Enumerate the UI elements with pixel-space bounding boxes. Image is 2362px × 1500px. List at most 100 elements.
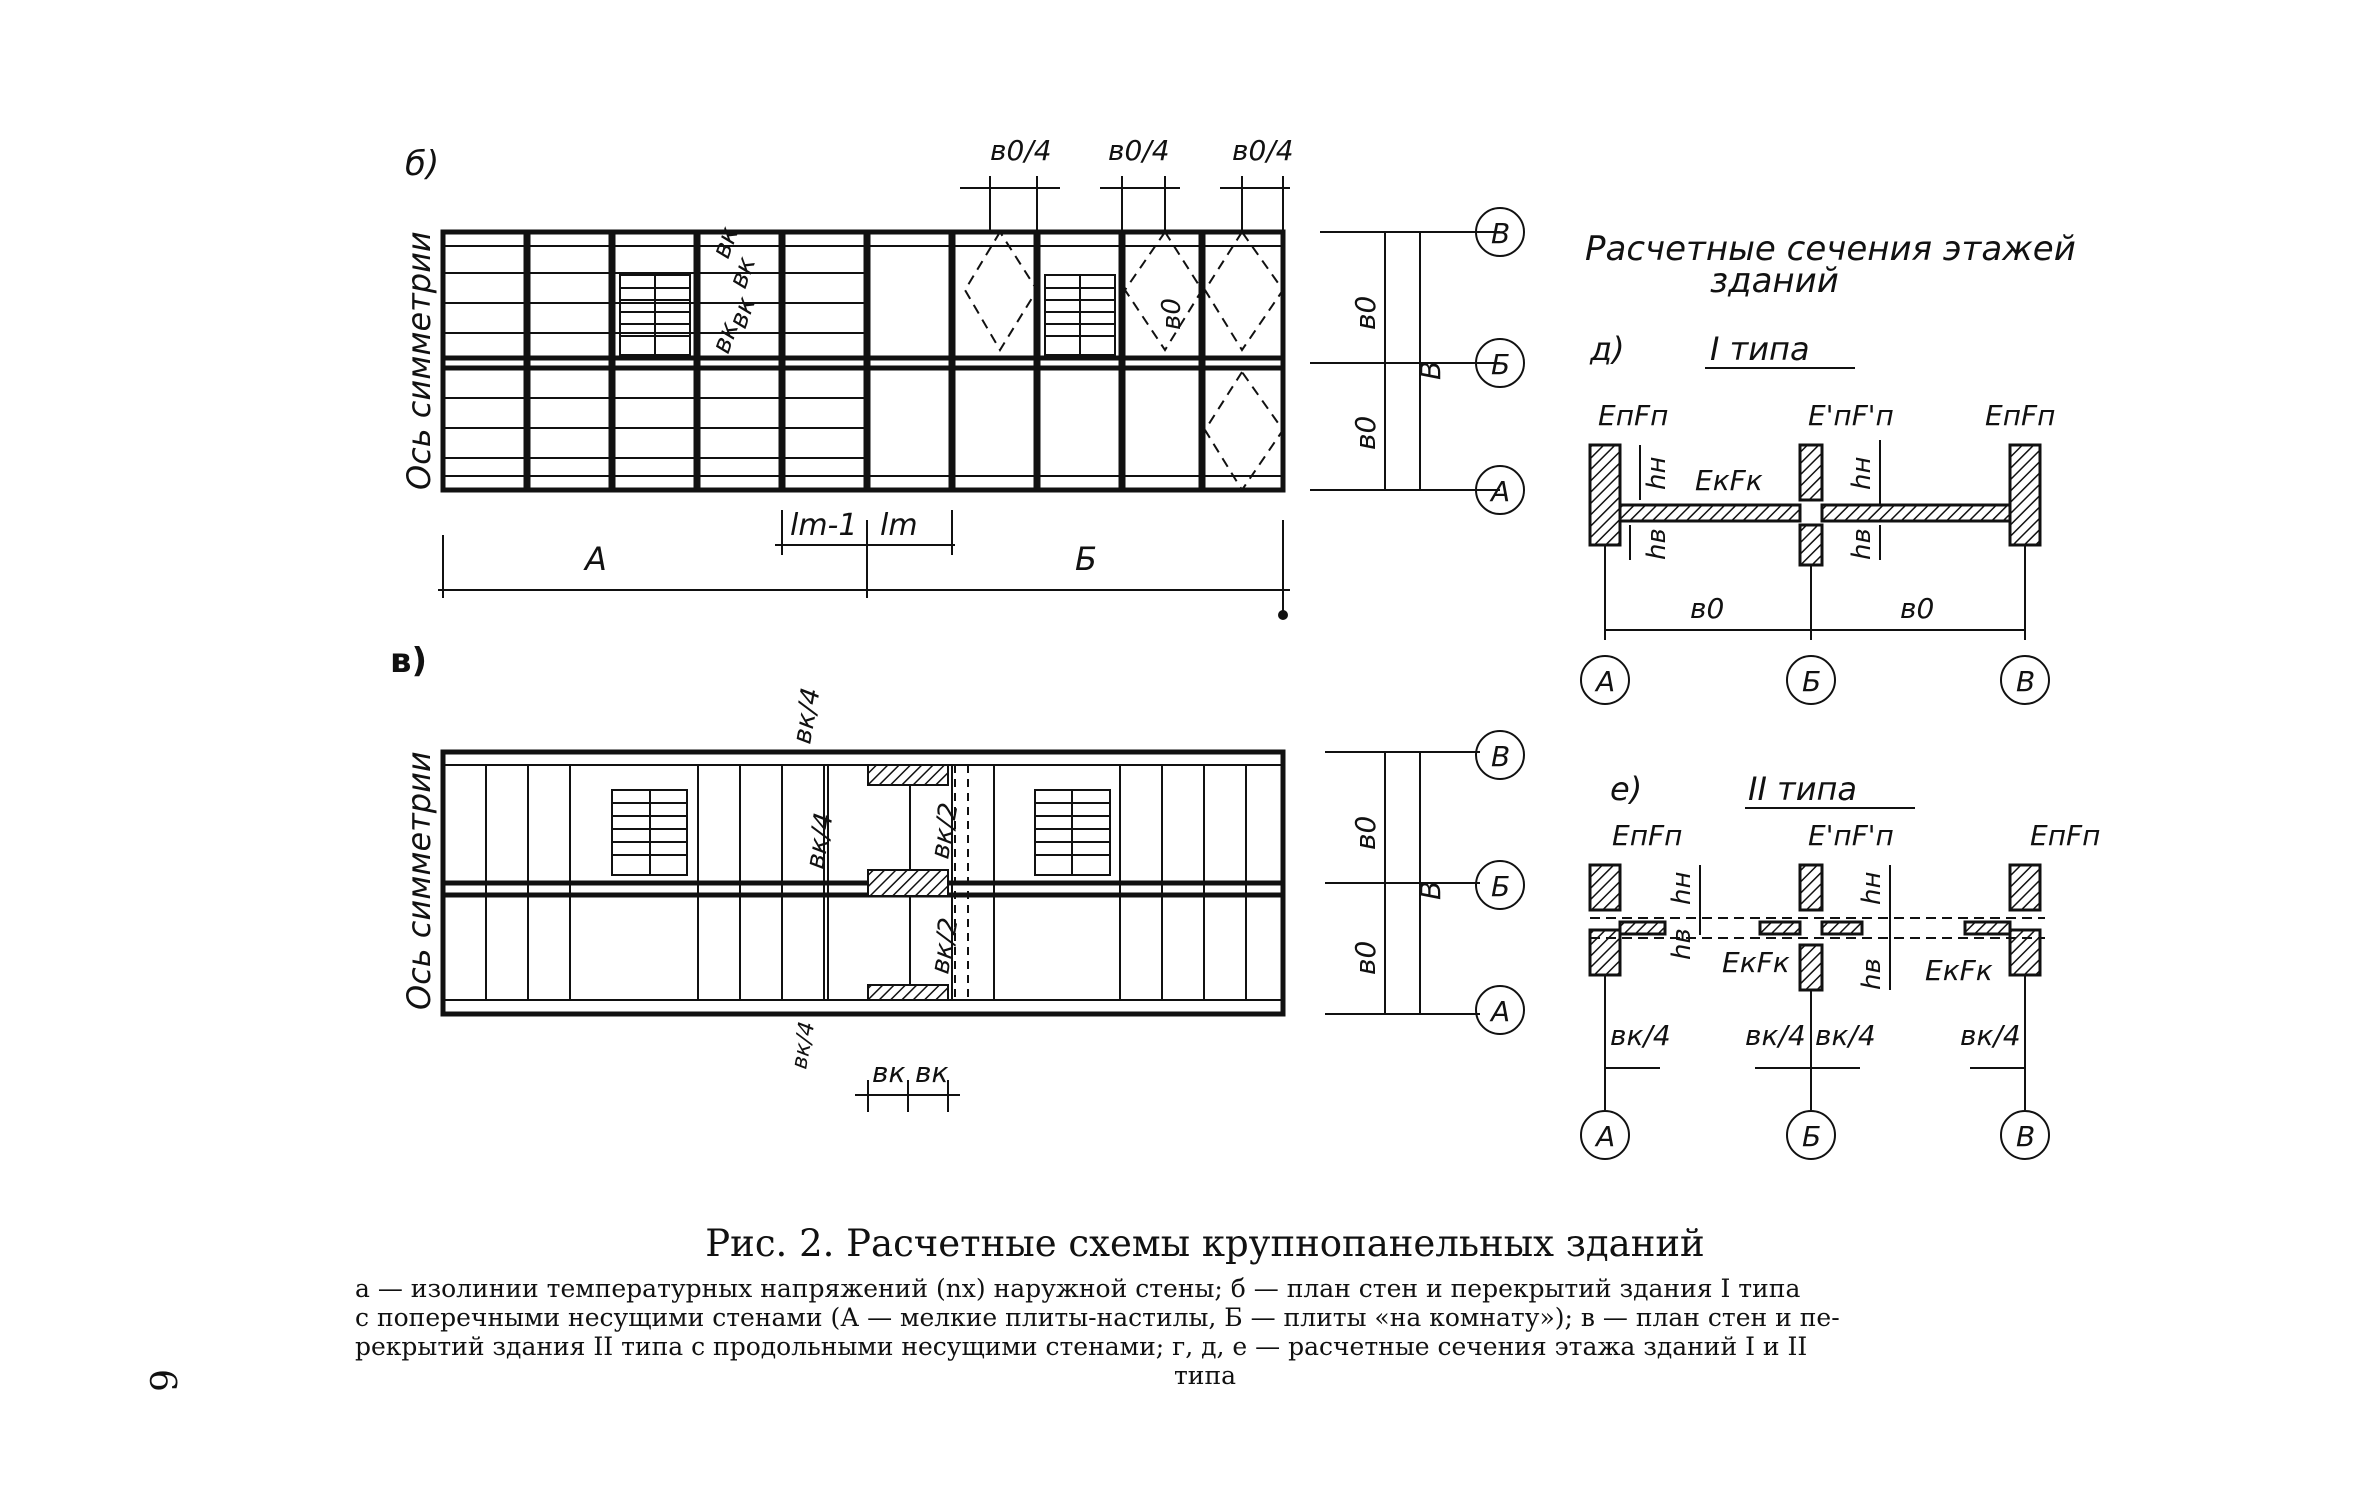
panel-v-stairs-right (1034, 789, 1111, 876)
v-b0-upper-label: в0 (1349, 816, 1382, 850)
axis-circle-v (1475, 207, 1525, 257)
panel-v-label: в) (390, 641, 427, 681)
sections-heading-2: зданий (1710, 261, 1839, 301)
type1-EkFk: EкFк (1695, 464, 1763, 497)
type2-axis-label-b: Б (1802, 1120, 1821, 1153)
type1-dims (1604, 440, 2026, 640)
type1-hn-1: hн (1642, 457, 1672, 490)
type2-axis-label-a: А (1594, 1120, 1615, 1153)
bk-bottom-1: вк (872, 1056, 906, 1089)
type2-EnFn-left: EпFп (1612, 819, 1682, 852)
figure-description-line: с поперечными несущими стенами (А — мелк… (355, 1303, 1840, 1332)
lm1-label: lm-1 (790, 508, 857, 543)
type1-title: I типа (1710, 330, 1810, 368)
axis-circle-a (1475, 465, 1525, 515)
b0-upper-label: в0 (1349, 296, 1382, 330)
page-number: 6 (140, 1369, 182, 1392)
panel-b-stairs-left (619, 274, 691, 356)
bk-half-upper: вк/2 (925, 801, 964, 862)
panel-v-symmetry-axis: Ось симметрии (400, 751, 438, 1010)
panel-v-hatched-zones (867, 764, 949, 1001)
type2-hn-1: hн (1667, 872, 1697, 905)
panel-b-symmetry-axis: Ось симметрии (400, 231, 438, 490)
figure-description: а — изолинии температурных напряжений (n… (355, 1274, 2055, 1390)
panel-v-slabs (485, 765, 1247, 1000)
type2-dims (1590, 865, 2045, 1110)
type2-EkFk-2: EкFк (1925, 954, 1993, 987)
panel-v: в) (390, 641, 1525, 1112)
bk-quarter-bottom: вк/4 (787, 1020, 820, 1071)
v-axis-circle-a (1475, 985, 1525, 1035)
type2-EnFn-prime: E'пF'п (1808, 819, 1894, 852)
type1-axis-a (1580, 655, 1630, 705)
panel-b-transverse-walls (523, 232, 1206, 490)
type1-axis-label-b: Б (1802, 665, 1821, 698)
type2-hv-1: hв (1667, 928, 1697, 960)
bk-quarter-top: вк/4 (787, 686, 826, 747)
zone-a-label: А (583, 540, 607, 578)
v-b0-lower-label: в0 (1349, 941, 1382, 975)
v-axis-circle-v (1475, 730, 1525, 780)
v-axis-label-a: А (1489, 995, 1510, 1028)
axis-label-a: А (1489, 475, 1510, 508)
type1-axis-b (1786, 655, 1836, 705)
lm-label: lm (880, 508, 918, 543)
type1-section (1588, 443, 2042, 567)
sections: Расчетные сечения этажей зданий д) I тип… (1580, 229, 2100, 1160)
type1-hv-2: hв (1847, 528, 1877, 560)
type2-hn-2: hн (1857, 872, 1887, 905)
type1-hn-2: hн (1847, 457, 1877, 490)
axis-label-b: Б (1491, 348, 1510, 381)
panel-b-outline (440, 229, 1286, 493)
panel-v-dimension-lines (815, 764, 969, 1112)
b0-lower-label: в0 (1349, 416, 1382, 450)
panel-b-top-dimensions (960, 176, 1290, 232)
sections-heading-1: Расчетные сечения этажей (1585, 229, 2076, 269)
zone-b-label: Б (1075, 540, 1097, 578)
bk-half-lower: вк/2 (925, 916, 964, 977)
bk-quarter-left: вк/4 (800, 811, 839, 872)
type1-axis-v (2000, 655, 2050, 705)
panel-b: б) (400, 134, 1525, 620)
type2-label: е) (1610, 770, 1642, 808)
figure-title: Рис. 2. Расчетные схемы крупнопанельных … (705, 1222, 1705, 1265)
type2-EkFk-1: EкFк (1722, 946, 1790, 979)
type2-title: II типа (1748, 770, 1857, 808)
b0-quarter-label-3: в0/4 (1232, 134, 1294, 167)
type1-axis-label-v: В (2016, 665, 2035, 698)
type1-EnFn-left: EпFп (1598, 399, 1668, 432)
v-axis-label-b: Б (1491, 870, 1510, 903)
panel-b-label: б) (405, 144, 439, 184)
type2-axis-a (1580, 1110, 1630, 1160)
axis-label-v: В (1491, 217, 1510, 250)
b0-quarter-label-2: в0/4 (1108, 134, 1170, 167)
bk-bottom-2: вк (915, 1056, 949, 1089)
v-axis-label-v: В (1491, 740, 1510, 773)
b0-inner-label: в0 (1157, 298, 1187, 330)
figure-description-line: рекрытий здания II типа с продольными не… (355, 1332, 1808, 1361)
type2-section (1588, 863, 2042, 992)
type2-bk-quarter-3: вк/4 (1815, 1019, 1876, 1052)
b-total-label: В (1414, 361, 1447, 380)
panel-b-stairs-right (1044, 274, 1116, 356)
panel-v-stairs-left (611, 789, 688, 876)
type2-EnFn-right: EпFп (2030, 819, 2100, 852)
v-axis-circle-b (1475, 860, 1525, 910)
type2-hv-2: hв (1857, 958, 1887, 990)
panel-b-slabs (443, 272, 867, 459)
type1-EnFn-right: EпFп (1985, 399, 2055, 432)
type2-axis-v (2000, 1110, 2050, 1160)
axis-circle-b (1475, 338, 1525, 388)
v-b-total-label: В (1414, 881, 1447, 900)
type2-bk-quarter-2: вк/4 (1745, 1019, 1806, 1052)
panel-v-right-dimensions (1325, 751, 1480, 1015)
panel-b-effective-width-lines (963, 230, 1285, 492)
type2-axis-b (1786, 1110, 1836, 1160)
type1-EnFn-prime: E'пF'п (1808, 399, 1894, 432)
b0-quarter-label-1: в0/4 (990, 134, 1052, 167)
type2-bk-quarter-1: вк/4 (1610, 1019, 1671, 1052)
panel-b-right-dimensions (1310, 231, 1500, 491)
panel-b-bottom-dimensions (438, 510, 1290, 620)
type1-b0-2: в0 (1900, 592, 1934, 625)
